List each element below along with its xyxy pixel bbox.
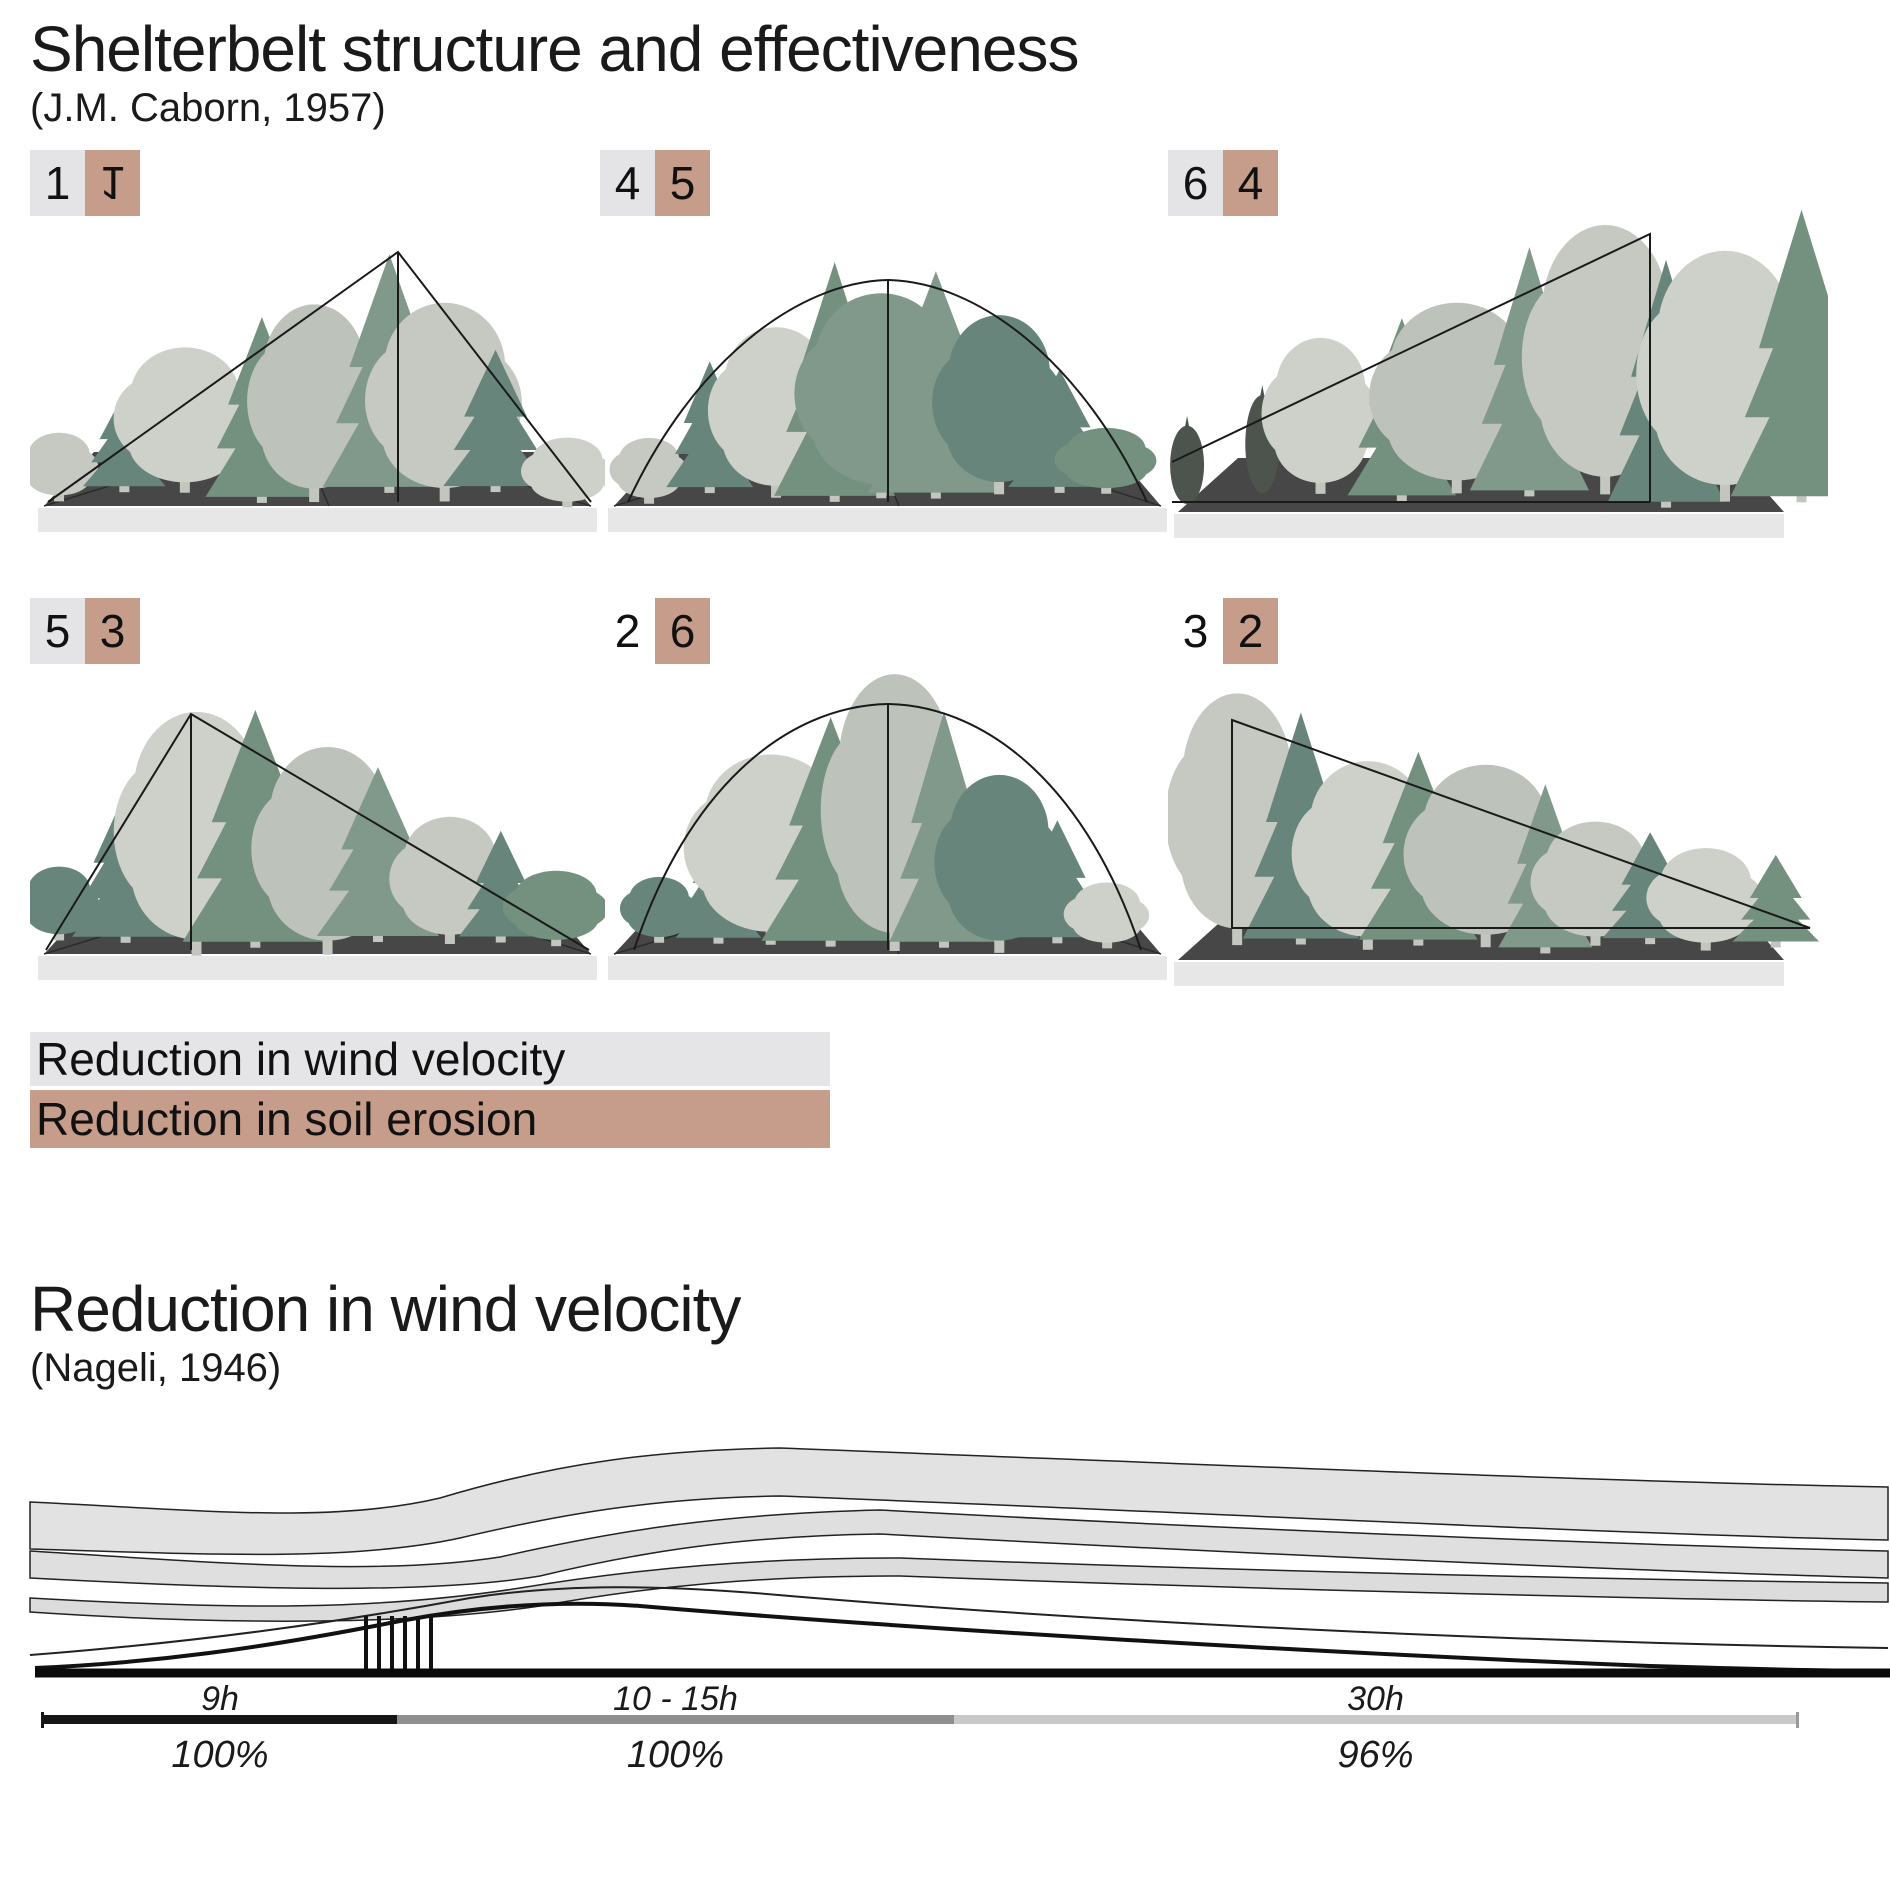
zone-distance-label-2: 10 - 15h — [613, 1680, 738, 1718]
soil-erosion-rank-badge: 4 — [1223, 150, 1278, 216]
soil-erosion-rank-badge: 2 — [1223, 598, 1278, 664]
soil-erosion-rank-badge: 1 — [85, 150, 140, 216]
shelterbelt-illustration-wedge-falling — [1168, 693, 1819, 986]
wind-velocity-rank-badge: 4 — [600, 150, 655, 216]
legend-soil-erosion-label: Reduction in soil erosion — [36, 1093, 538, 1145]
wind-velocity-rank-badge: 3 — [1182, 605, 1209, 657]
soil-erosion-rank-badge: 3 — [85, 598, 140, 664]
wind-flow-diagram — [0, 1430, 1890, 1720]
page-title: Shelterbelt structure and effectiveness — [30, 13, 1079, 85]
scale-bar-segment-1 — [43, 1715, 397, 1724]
soil-erosion-rank-badge: 6 — [655, 598, 710, 664]
wind-velocity-rank-badge: 2 — [614, 605, 641, 657]
scale-bar-segment-3 — [954, 1715, 1797, 1724]
shelterbelt-illustration-dome-tall — [608, 674, 1167, 980]
scale-bar-end-tick-1 — [41, 1712, 44, 1728]
shelterbelt-illustration-triangle-apex-left — [30, 709, 605, 980]
streamlines-svg — [29, 1447, 1890, 1678]
legend-wind-velocity: Reduction in wind velocity — [30, 1032, 830, 1086]
soil-erosion-rank-badge: 5 — [655, 150, 710, 216]
distance-scale-bar — [0, 1715, 1890, 1724]
shelterbelt-illustration-dome — [608, 262, 1167, 532]
zone-distance-label-1: 9h — [201, 1680, 239, 1718]
wind-velocity-rank-badge: 6 — [1168, 150, 1223, 216]
section2-subtitle: (Nageli, 1946) — [30, 1346, 282, 1390]
shelterbelt-illustration-wedge-rising — [1170, 209, 1828, 538]
shelterbelt-illustration-triangle-apex-right — [30, 250, 605, 532]
zone-reduction-label-2: 100% — [626, 1734, 725, 1776]
scale-bar-segment-2 — [397, 1715, 954, 1724]
zone-reduction-label-3: 96% — [1337, 1734, 1414, 1776]
wind-velocity-rank-badge: 5 — [30, 598, 85, 664]
section2-title: Reduction in wind velocity — [30, 1273, 741, 1345]
legend-wind-velocity-label: Reduction in wind velocity — [36, 1033, 566, 1085]
legend-soil-erosion: Reduction in soil erosion — [30, 1090, 830, 1148]
page-subtitle: (J.M. Caborn, 1957) — [30, 86, 386, 130]
zone-reduction-label-1: 100% — [171, 1734, 269, 1776]
wind-velocity-rank-badge: 1 — [30, 150, 85, 216]
scale-bar-end-tick-2 — [1796, 1712, 1799, 1728]
zone-distance-label-3: 30h — [1347, 1680, 1404, 1718]
